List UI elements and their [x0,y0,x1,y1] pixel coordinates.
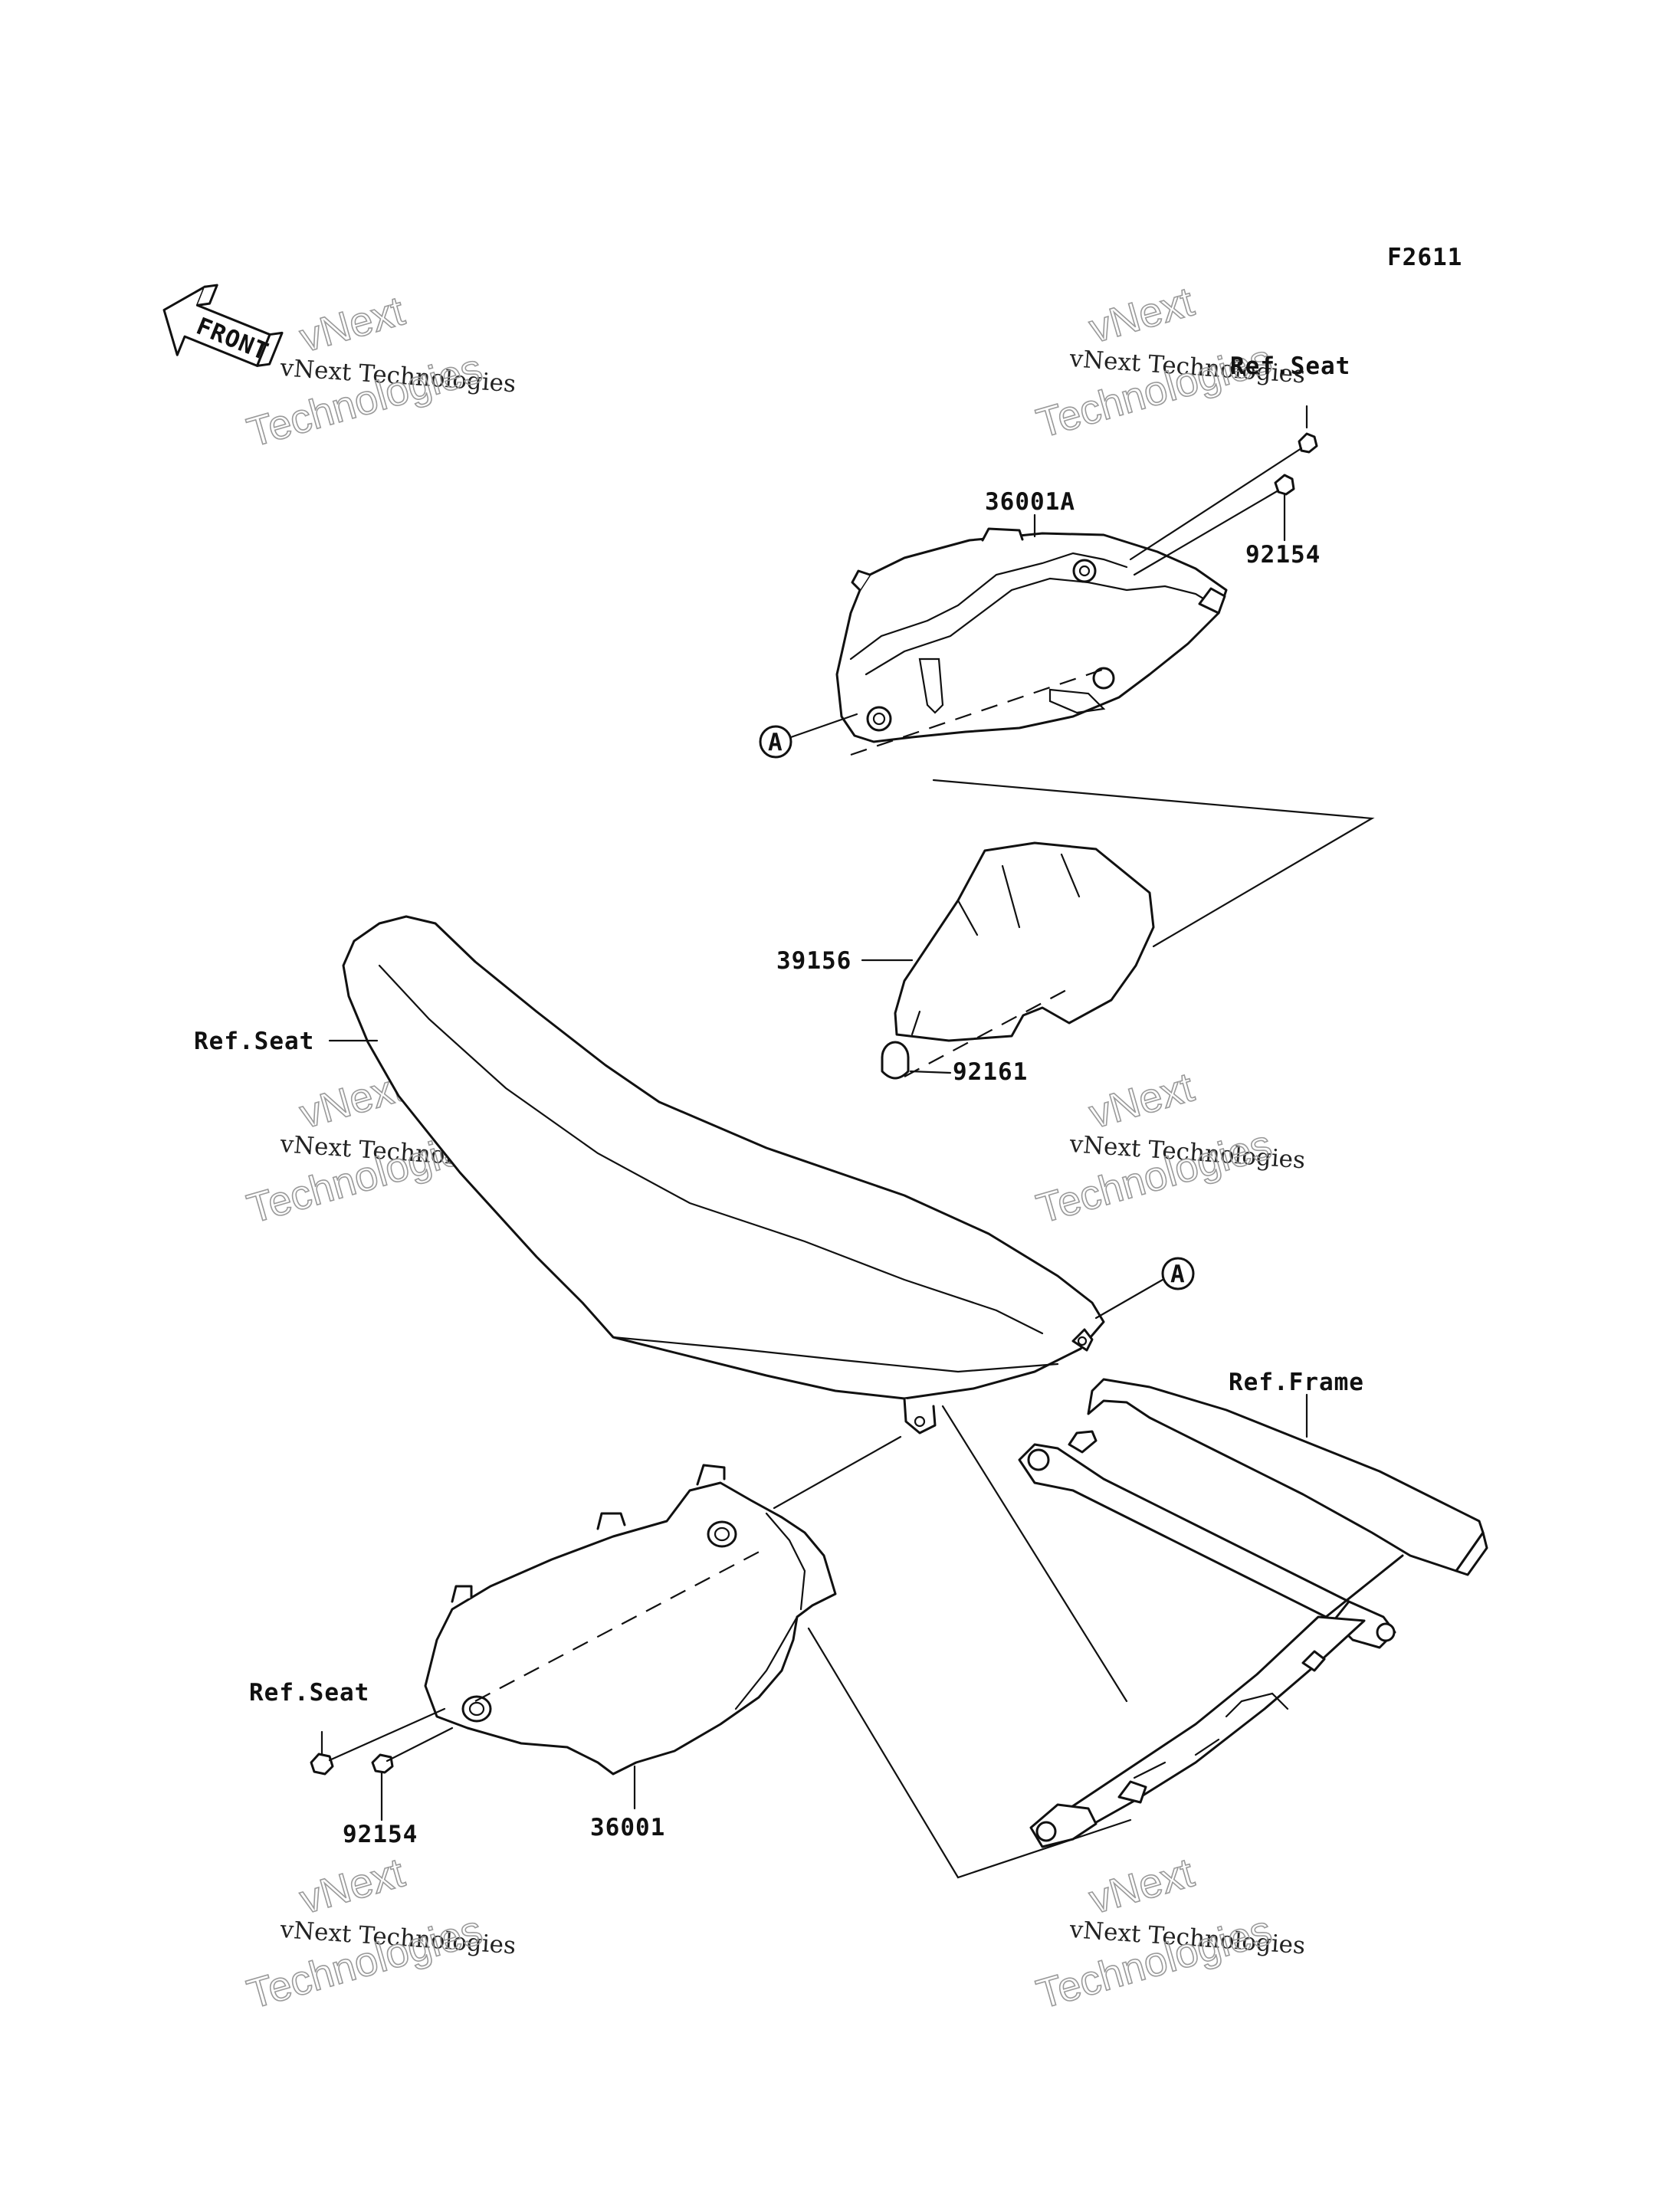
svg-text:vNext: vNext [295,288,409,362]
side-cover-36001 [424,1464,837,1776]
reference-a-circle [1161,1257,1195,1290]
watermark: vNext Technologies vNext Technologies [241,1849,517,2018]
hidden-line [904,988,1070,1077]
assembly-line [932,779,1375,948]
assembly-line [941,1405,1128,1703]
watermark: vNext Technologies vNext Technologies [1031,1064,1306,1233]
bolt-icon [1133,474,1295,576]
ref-seat-bottom-label: Ref.Seat [249,1679,369,1707]
part-92154-bottom-label: 92154 [343,1821,418,1848]
figure-code: F2611 [1387,244,1462,271]
bolt-icon [1129,432,1318,561]
seat [342,915,1105,1435]
pad-39156 [894,841,1155,1042]
leader-line [789,713,858,739]
leader-line [909,1070,952,1074]
assembly-line [773,1435,902,1510]
ref-seat-middle-label: Ref.Seat [194,1028,314,1055]
front-arrow-icon: FRONT [162,284,284,367]
reference-a-middle-label: A [1170,1261,1186,1288]
reference-a-circle [759,725,792,759]
part-36001a-label: 36001A [985,488,1075,516]
assembly-line [807,1627,1132,1879]
frame [1018,1378,1488,1848]
ref-seat-top-label: Ref.Seat [1230,353,1350,380]
part-92161-label: 92161 [953,1058,1028,1086]
grommet-92161 [881,1041,910,1080]
watermark: vNext Technologies vNext Technologies [241,287,517,457]
bolt-icon [310,1707,446,1776]
ref-frame-label: Ref.Frame [1229,1369,1364,1396]
part-39156-label: 39156 [776,947,851,975]
leader-line [1094,1278,1164,1320]
watermark: vNext Technologies vNext Technologies [1031,1849,1306,2018]
svg-text:vNext: vNext [1084,1064,1199,1138]
svg-text:vNext: vNext [1084,279,1199,353]
hidden-line [850,665,1112,756]
part-36001-label: 36001 [590,1814,665,1841]
side-cover-36001a [835,527,1228,743]
bolt-icon [371,1726,454,1822]
part-92154-top-label: 92154 [1245,541,1321,569]
svg-text:vNext: vNext [295,1850,409,1923]
reference-a-top-label: A [768,729,783,756]
svg-text:vNext: vNext [1084,1850,1199,1923]
